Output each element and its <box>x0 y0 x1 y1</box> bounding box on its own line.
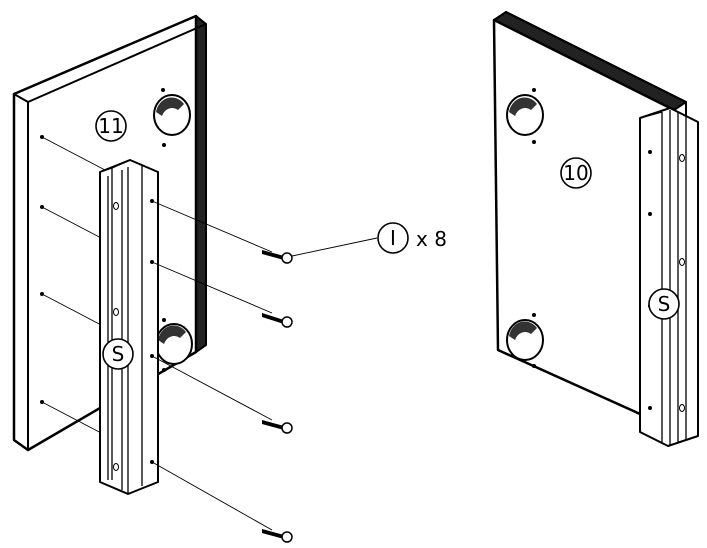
left-panel-side-edge <box>195 15 207 353</box>
rail-to-screw-guides <box>151 200 273 531</box>
left-panel-hole-top <box>153 94 191 136</box>
left-rail-label-text: S <box>112 342 125 366</box>
left-panel-label: 11 <box>95 110 127 142</box>
left-rail-body <box>99 159 159 495</box>
left-panel-label-text: 11 <box>98 114 123 138</box>
right-panel-label: 10 <box>560 157 592 189</box>
left-panel-hole-bottom <box>155 323 193 365</box>
screw-1 <box>262 250 293 264</box>
screw-callout-part: I <box>390 226 396 250</box>
screw-callout: I x 8 <box>291 222 447 257</box>
right-panel-hole-bottom <box>506 319 544 361</box>
screw-4 <box>262 529 293 543</box>
screw-callout-quantity: x 8 <box>416 227 447 251</box>
right-rail-body <box>639 107 699 447</box>
right-panel-label-text: 10 <box>563 161 588 185</box>
left-panel-guide-lines <box>41 136 106 436</box>
screw-2 <box>262 313 293 328</box>
screw-3 <box>262 420 293 434</box>
left-rail-label: S <box>102 338 134 370</box>
left-rail <box>99 159 159 495</box>
right-rail-label: S <box>648 288 680 320</box>
right-panel-hole-top <box>506 94 544 136</box>
right-rail <box>639 107 699 447</box>
right-rail-label-text: S <box>658 292 671 316</box>
